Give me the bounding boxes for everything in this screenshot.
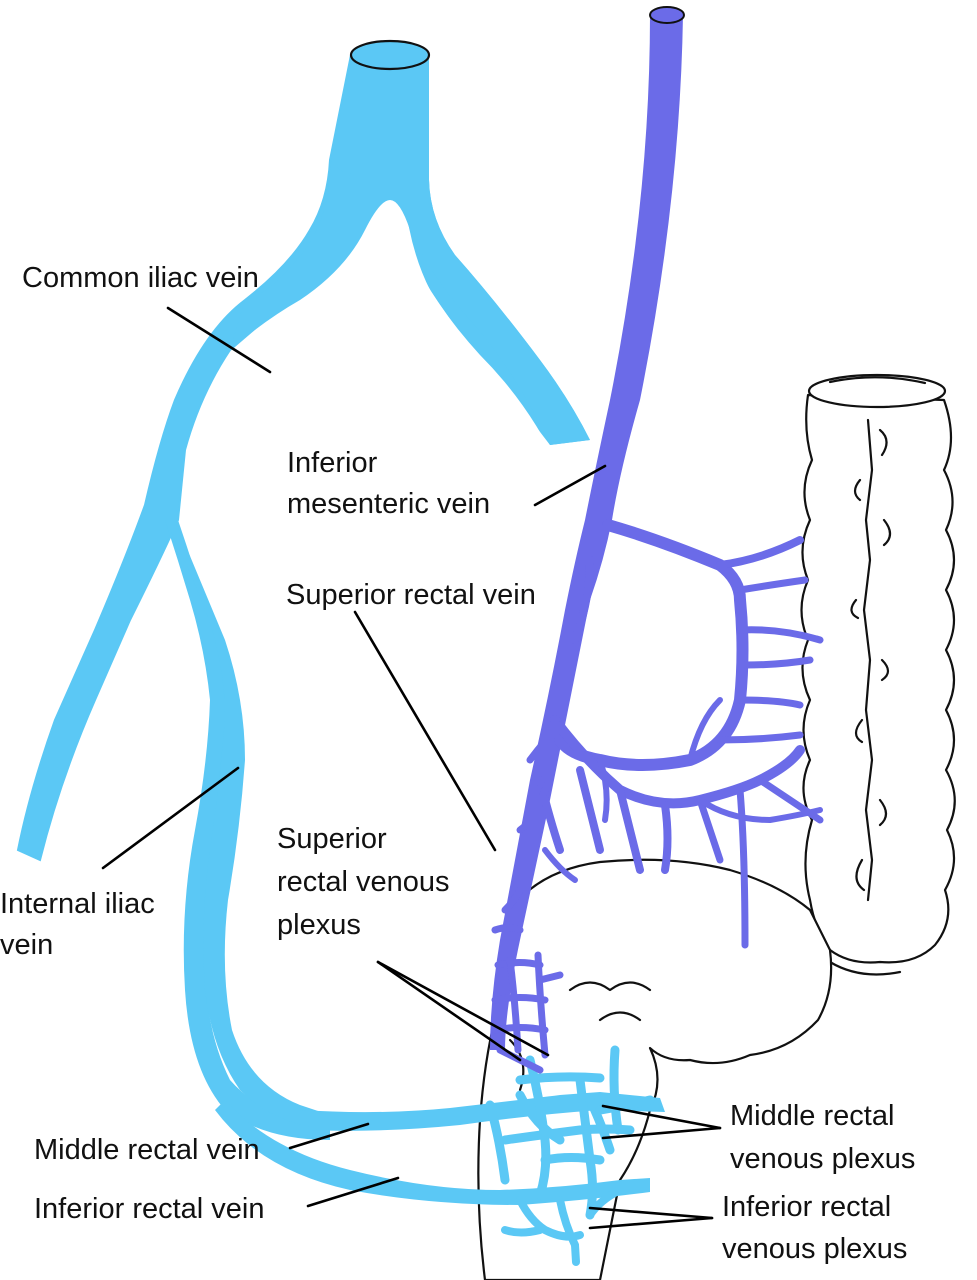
common-iliac-opening <box>349 39 431 71</box>
leader-lines <box>101 306 722 1230</box>
portal-veins <box>490 6 824 1074</box>
label-superior-rectal-vein: Superior rectal vein <box>286 579 536 611</box>
label-inferior-rectal-plexus-line1: Inferior rectal <box>722 1191 891 1223</box>
leader-middle-rectal <box>288 1122 370 1150</box>
inferior-rectal-vein <box>215 1100 650 1205</box>
leader-middle-plexus-b <box>601 1126 722 1140</box>
inferior-mesenteric-vein <box>490 15 683 1050</box>
label-middle-rectal-plexus-line1: Middle rectal <box>730 1100 894 1132</box>
label-superior-rectal-plexus-line1: Superior <box>277 823 387 855</box>
leader-inferior-mesenteric <box>533 464 607 507</box>
label-inferior-mesenteric-vein-line1: Inferior <box>287 447 378 479</box>
internal-iliac-vein <box>165 520 330 1140</box>
leader-inferior-rectal <box>306 1176 400 1208</box>
leader-internal-iliac <box>101 766 240 870</box>
leader-inferior-plexus-b <box>588 1216 714 1230</box>
label-middle-rectal-vein: Middle rectal vein <box>34 1134 260 1166</box>
inferior-rectal-plexus <box>501 1186 624 1266</box>
label-superior-rectal-plexus-line2: rectal venous <box>277 866 450 898</box>
superior-rectal-plexus <box>491 886 564 1074</box>
label-inferior-rectal-vein: Inferior rectal vein <box>34 1193 265 1225</box>
leader-superior-rectal <box>353 610 497 852</box>
label-inferior-mesenteric-vein-line2: mesenteric vein <box>287 488 490 520</box>
leader-inferior-plexus-a <box>588 1206 714 1220</box>
label-common-iliac-vein: Common iliac vein <box>22 262 259 294</box>
leader-common-iliac <box>166 306 272 374</box>
leader-superior-plexus-b <box>376 960 550 1057</box>
middle-rectal-vein <box>300 1092 665 1131</box>
label-internal-iliac-vein-line2: vein <box>0 929 53 961</box>
label-superior-rectal-plexus-line3: plexus <box>277 909 361 941</box>
label-inferior-rectal-plexus-line2: venous plexus <box>722 1233 907 1265</box>
label-internal-iliac-vein-line1: Internal iliac <box>0 888 155 920</box>
leader-superior-plexus-a <box>376 960 522 1062</box>
leader-middle-plexus-a <box>601 1104 722 1130</box>
label-middle-rectal-plexus-line2: venous plexus <box>730 1143 915 1175</box>
systemic-veins <box>16 39 665 1266</box>
labels: Common iliac vein Inferior mesenteric ve… <box>0 262 915 1265</box>
middle-rectal-plexus <box>485 1045 655 1220</box>
inferior-mesenteric-opening <box>649 6 685 24</box>
